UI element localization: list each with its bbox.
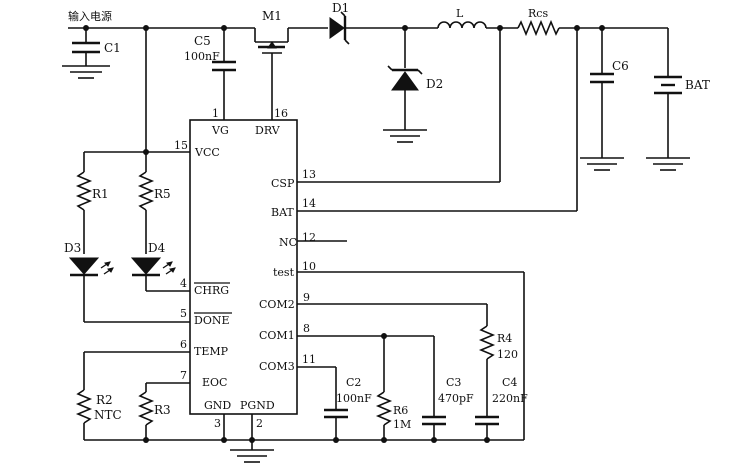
pin-name-test: test bbox=[273, 266, 295, 279]
r4-label: R4 bbox=[497, 332, 512, 345]
resistor-r5: R5 bbox=[137, 152, 171, 254]
c4-value: 220nF bbox=[492, 392, 528, 405]
pin-number: 14 bbox=[302, 197, 316, 210]
resistor-r6: R6 1M bbox=[375, 336, 411, 440]
pin-name-pgnd: PGND bbox=[240, 399, 275, 412]
pin-number: 9 bbox=[303, 291, 310, 304]
ground-symbol bbox=[62, 65, 110, 79]
c4-label: C4 bbox=[502, 376, 517, 389]
pin-name-vg: VG bbox=[211, 124, 229, 137]
diode-d1: D1 bbox=[329, 1, 438, 45]
capacitor-c2: C2 100nF bbox=[324, 367, 372, 440]
pin-number: 7 bbox=[180, 369, 187, 382]
input-rail: 输入电源 bbox=[68, 9, 255, 31]
pin-number: 10 bbox=[302, 260, 316, 273]
resistor-r1: R1 bbox=[75, 152, 109, 254]
pin-number: 5 bbox=[180, 307, 187, 320]
bat-label: BAT bbox=[685, 78, 710, 92]
pin-number: 11 bbox=[302, 353, 316, 366]
pin-name-com2: COM2 bbox=[259, 298, 295, 311]
ground-symbol bbox=[383, 129, 427, 143]
pin-number: 15 bbox=[174, 139, 188, 152]
pin-number: 3 bbox=[214, 417, 221, 430]
pin-name-gnd: GND bbox=[204, 399, 231, 412]
c3-value: 470pF bbox=[438, 392, 474, 405]
ground-symbol bbox=[646, 157, 690, 171]
pin-name-eoc: EOC bbox=[202, 376, 227, 389]
ic-body bbox=[189, 119, 298, 415]
pin-name-temp: TEMP bbox=[194, 345, 229, 358]
r5-label: R5 bbox=[154, 187, 171, 201]
c6-label: C6 bbox=[612, 59, 629, 73]
pin-name-bat: BAT bbox=[271, 206, 294, 219]
r3-label: R3 bbox=[154, 403, 171, 417]
capacitor-c1: C1 bbox=[72, 28, 121, 66]
c2-label: C2 bbox=[346, 376, 361, 389]
pin-number: 12 bbox=[302, 231, 316, 244]
pin-name-nc: NC bbox=[279, 236, 297, 249]
capacitor-c5: C5 100nF bbox=[184, 28, 236, 120]
r6-label: R6 bbox=[393, 404, 408, 417]
inductor-l: L bbox=[437, 7, 518, 31]
resistor-rcs: Rcs bbox=[517, 7, 668, 37]
pin-number: 6 bbox=[180, 338, 187, 351]
pin-number: 4 bbox=[180, 277, 187, 290]
ground-symbol bbox=[580, 157, 624, 171]
r1-label: R1 bbox=[92, 187, 109, 201]
d1-label: D1 bbox=[332, 1, 349, 15]
led-d4: D4 bbox=[130, 241, 190, 292]
pin-name-com3: COM3 bbox=[259, 360, 295, 373]
pin-name-com1: COM1 bbox=[259, 329, 295, 342]
pin-name-chrg: CHRG bbox=[194, 284, 229, 297]
input-power-label: 输入电源 bbox=[68, 9, 112, 23]
pin-name-vcc: VCC bbox=[194, 146, 220, 159]
r4-value: 120 bbox=[497, 348, 518, 361]
resistor-r3: R3 bbox=[137, 383, 171, 440]
ground-symbol bbox=[230, 449, 274, 463]
pin-number: 13 bbox=[302, 168, 316, 181]
pin-number: 8 bbox=[303, 322, 310, 335]
capacitor-c4: C4 220nF bbox=[475, 359, 528, 440]
d4-label: D4 bbox=[148, 241, 166, 255]
pin-name-drv: DRV bbox=[255, 124, 281, 137]
pin-name-csp: CSP bbox=[271, 177, 295, 190]
battery-bat: BAT bbox=[654, 28, 710, 158]
c5-value: 100nF bbox=[184, 50, 220, 63]
r2-label: R2 bbox=[96, 393, 113, 407]
c3-label: C3 bbox=[446, 376, 461, 389]
resistor-r4: R4 120 bbox=[478, 325, 518, 361]
m1-label: M1 bbox=[262, 9, 282, 23]
pin-number: 1 bbox=[212, 107, 219, 120]
c5-label: C5 bbox=[194, 34, 211, 48]
pin-number: 2 bbox=[256, 417, 263, 430]
r6-value: 1M bbox=[393, 418, 411, 431]
d3-label: D3 bbox=[64, 241, 81, 255]
c2-value: 100nF bbox=[336, 392, 372, 405]
thermistor-r2: R2 NTC bbox=[75, 352, 122, 440]
diode-d2: D2 bbox=[387, 28, 443, 130]
c1-label: C1 bbox=[104, 41, 121, 55]
pin-name-done: DONE bbox=[194, 314, 230, 327]
capacitor-c6: C6 bbox=[590, 28, 629, 158]
capacitor-c3: C3 470pF bbox=[422, 336, 474, 440]
l-label: L bbox=[456, 7, 464, 20]
d2-label: D2 bbox=[426, 77, 443, 91]
pin-number: 16 bbox=[274, 107, 288, 120]
r2-value: NTC bbox=[94, 408, 122, 422]
led-d3: D3 bbox=[64, 241, 190, 323]
rcs-label: Rcs bbox=[528, 7, 548, 20]
mosfet-m1: M1 bbox=[254, 9, 328, 120]
